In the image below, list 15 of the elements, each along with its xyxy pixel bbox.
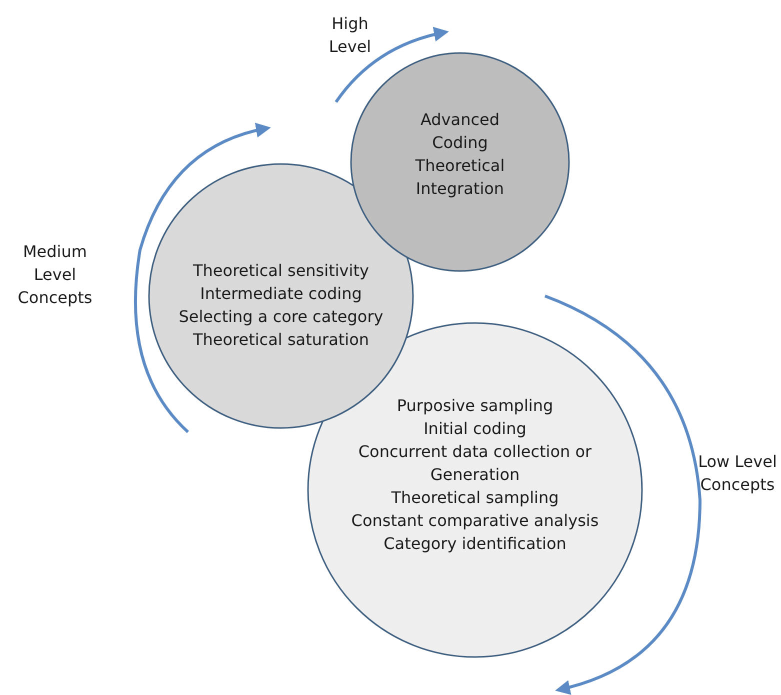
concept-text: Initial coding bbox=[424, 418, 526, 440]
concept-text: Constant comparative analysis bbox=[351, 510, 599, 532]
concept-text: Theoretical Integration bbox=[414, 155, 506, 200]
concept-text: Concurrent data collection or Generation bbox=[357, 441, 593, 486]
level-label: High Level bbox=[328, 13, 372, 58]
concept-text: Purposive sampling bbox=[396, 395, 554, 417]
concept-text: Intermediate coding bbox=[200, 283, 362, 305]
concept-text: Advanced Coding bbox=[419, 109, 501, 154]
concept-text: Theoretical sensitivity bbox=[193, 260, 369, 282]
concept-text: Selecting a core category bbox=[178, 306, 384, 328]
level-label: Medium Level Concepts bbox=[16, 241, 94, 309]
level-label: Low Level Concepts bbox=[697, 451, 778, 496]
concept-text: Theoretical sampling bbox=[391, 487, 559, 509]
concept-text: Category identification bbox=[384, 533, 566, 555]
concept-text: Theoretical saturation bbox=[192, 329, 370, 351]
